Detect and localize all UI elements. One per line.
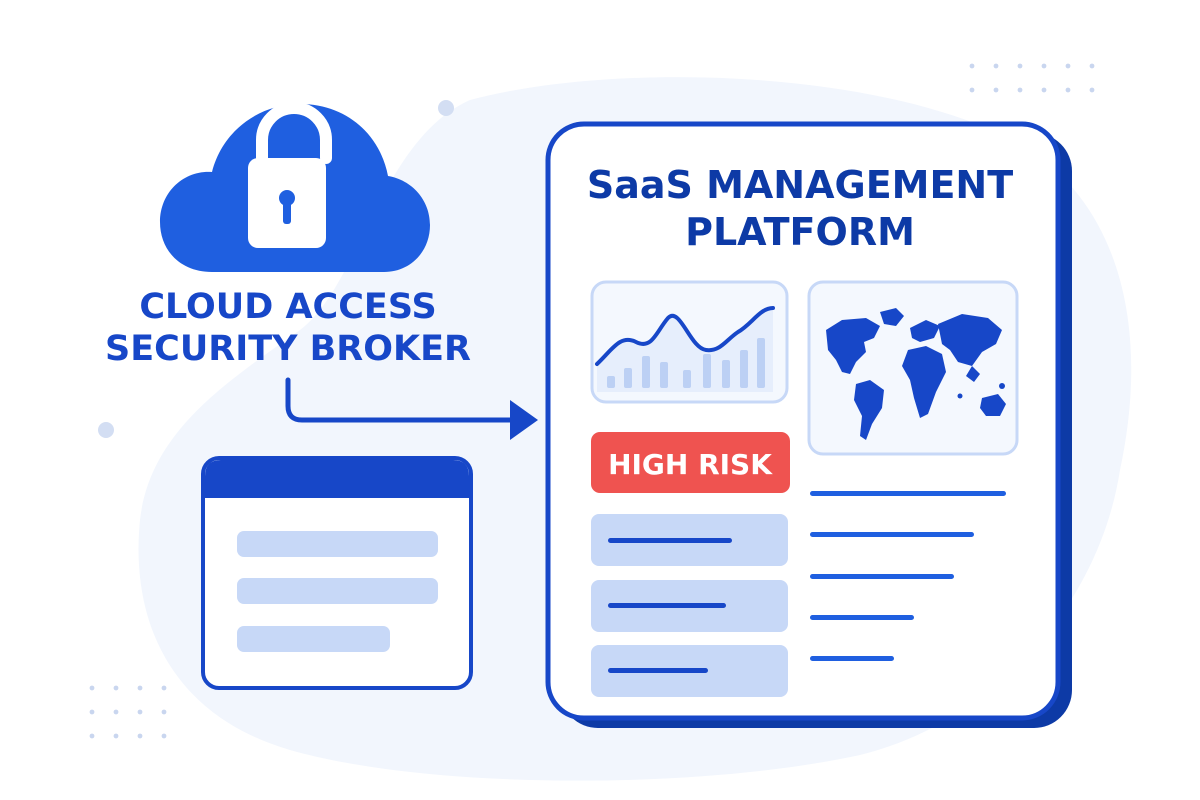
text-line	[810, 656, 894, 661]
list-rows-left	[591, 514, 788, 697]
list-item-line	[608, 538, 732, 543]
dots-top-right	[969, 63, 1095, 93]
risk-badge-bg	[591, 432, 790, 493]
decor-dot-2	[98, 422, 114, 438]
cloud-label-line2: SECURITY BROKER	[105, 329, 471, 369]
list-item-line	[608, 668, 708, 673]
browser-window-titlebar	[205, 460, 469, 498]
text-lines-right	[810, 491, 1006, 661]
browser-line-3	[237, 626, 390, 652]
cloud-lock-icon	[160, 102, 430, 272]
browser-line-1	[237, 531, 438, 557]
arrow-right-icon	[285, 377, 538, 440]
risk-badge-label: HIGH RISK	[608, 448, 773, 481]
world-map-shapes	[826, 308, 1006, 440]
list-item-line	[608, 603, 726, 608]
chart-bars	[607, 338, 765, 388]
chart-line	[595, 306, 775, 366]
text-line	[810, 615, 914, 620]
world-map-icon	[807, 280, 1019, 456]
dots-bottom-left	[89, 685, 167, 739]
cloud-label-line1: CLOUD ACCESS	[139, 287, 436, 327]
platform-title-line2: PLATFORM	[685, 210, 915, 254]
browser-line-2	[237, 578, 438, 604]
text-line	[810, 491, 1006, 496]
platform-title-line1: SaaS MANAGEMENT	[587, 163, 1013, 207]
text-line	[810, 532, 974, 537]
browser-window	[201, 456, 473, 690]
text-line	[810, 574, 954, 579]
line-chart-icon	[590, 280, 789, 404]
decor-dot-1	[438, 100, 454, 116]
